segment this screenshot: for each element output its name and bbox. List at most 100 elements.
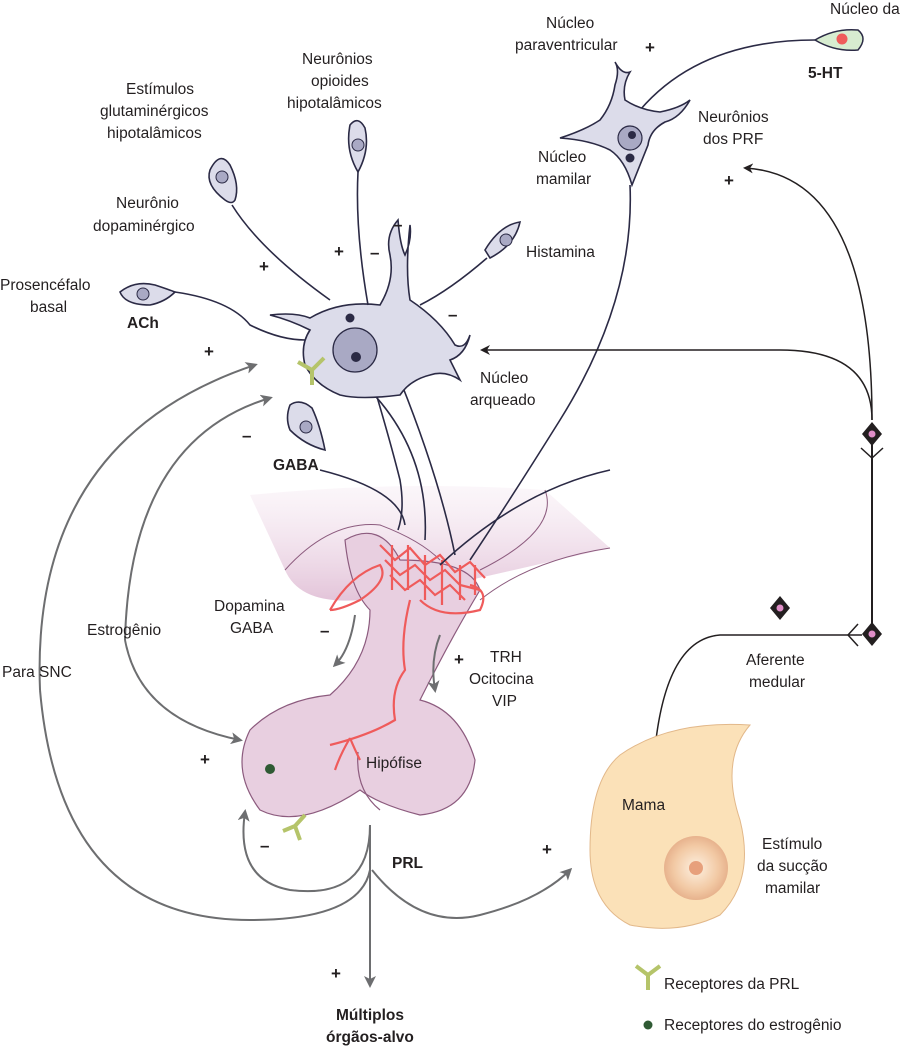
sign-minus-top: –: [393, 215, 402, 234]
label-vip: VIP: [492, 693, 517, 710]
arcuate-neuron: [269, 218, 471, 399]
label-estrogenio: Estrogênio: [87, 622, 161, 639]
label-dopamina-gaba: GABA: [230, 620, 274, 637]
label-prf-1: Neurônios: [698, 109, 769, 126]
arrow-estrogen-pituitary: [124, 639, 243, 745]
legend-prl-receptor-icon: [634, 964, 662, 990]
label-dopaminergico-1: Neurônio: [116, 195, 179, 212]
label-glut-2: glutaminérgicos: [100, 103, 209, 120]
legend: Receptores da PRL Receptores do estrogên…: [634, 964, 842, 1034]
sign-minus-autocrine: –: [260, 836, 269, 855]
raphe-neuron: [639, 28, 864, 111]
label-opioides-3: hipotalâmicos: [287, 95, 382, 112]
axon-arcuate-3: [399, 379, 456, 556]
arrow-prl-autocrine: [237, 809, 371, 893]
breast: [589, 723, 752, 929]
label-prosencefalo-1: Prosencéfalo: [0, 277, 90, 294]
synapse-lower: [846, 622, 882, 647]
signs: + + + + – – – + – – + + – + +: [200, 38, 734, 983]
label-estimulo-1: Estímulo: [762, 836, 822, 853]
legend-estrogen-receptors: Receptores do estrogênio: [664, 1017, 842, 1034]
sign-plus-dopaminergic: +: [259, 257, 269, 276]
arrow-prl-breast: [371, 867, 573, 919]
synapse-free: [770, 596, 790, 620]
label-orgaos-alvo: órgãos-alvo: [326, 1029, 414, 1046]
label-mamilar-2: mamilar: [536, 171, 591, 188]
label-para-snc: Para SNC: [2, 664, 72, 681]
sign-plus-trh: +: [454, 650, 464, 669]
arrow-para-snc: [38, 362, 258, 691]
label-glut-1: Estímulos: [126, 81, 194, 98]
paraventricular-neuron: [559, 61, 691, 188]
label-prosencefalo-2: basal: [30, 299, 67, 316]
prl-receptor-cns: [297, 356, 326, 385]
portal-vessels: [329, 544, 486, 771]
label-opioides-2: opioides: [311, 73, 369, 90]
label-paraventricular-1: Núcleo: [546, 15, 594, 32]
label-gaba: GABA: [273, 457, 319, 474]
label-arqueado-1: Núcleo: [480, 370, 528, 387]
feedback-arrows: [38, 362, 573, 988]
sign-minus-gaba: –: [242, 426, 251, 445]
label-arqueado-2: arqueado: [470, 392, 536, 409]
label-prf-2: dos PRF: [703, 131, 763, 148]
label-dopamina: Dopamina: [214, 598, 285, 615]
sign-plus-prf: +: [724, 171, 734, 190]
opioid-neuron: [347, 119, 369, 306]
arrow-estrogen-cns: [124, 394, 273, 641]
median-eminence: [250, 486, 611, 601]
arrow-to-arcuate: [480, 345, 873, 421]
label-multiplos: Múltiplos: [336, 1007, 404, 1024]
legend-estrogen-receptor-icon: [643, 1020, 653, 1030]
label-paraventricular-2: paraventricular: [515, 37, 618, 54]
label-trh: TRH: [490, 649, 522, 666]
glutamatergic-neuron: [208, 157, 331, 301]
label-mama: Mama: [622, 797, 665, 814]
label-hipofise: Hipófise: [366, 755, 422, 772]
prl-receptor-pituitary: [282, 813, 307, 841]
label-medular: medular: [749, 674, 805, 691]
axon-misc: [439, 469, 611, 566]
label-glut-3: hipotalâmicos: [107, 125, 202, 142]
label-histamina: Histamina: [526, 244, 595, 261]
axon-paraventricular: [469, 184, 632, 561]
input-neurons: [119, 28, 864, 452]
arrow-to-prf: [743, 163, 873, 421]
sign-plus-organs: +: [331, 964, 341, 983]
ach-neuron: [119, 282, 306, 341]
label-opioides-1: Neurônios: [302, 51, 373, 68]
histamine-neuron: [419, 221, 522, 306]
sign-minus-opioid: –: [370, 243, 379, 262]
sign-plus-breast: +: [542, 840, 552, 859]
legend-prl-receptors: Receptores da PRL: [664, 976, 800, 993]
label-prl: PRL: [392, 855, 423, 872]
sign-minus-histamine: –: [448, 305, 457, 324]
sign-plus-estrogen: +: [200, 750, 210, 769]
sign-plus-glut: +: [334, 242, 344, 261]
axon-arcuate-2: [364, 384, 427, 541]
arrow-prl-cns: [39, 689, 371, 922]
axons: [319, 184, 632, 566]
label-mamilar-1: Núcleo: [538, 149, 586, 166]
arrow-trh: [427, 634, 441, 693]
label-ach: ACh: [127, 315, 159, 332]
label-dopaminergico-2: dopaminérgico: [93, 218, 195, 235]
label-estimulo-3: mamilar: [765, 880, 820, 897]
axon-gaba: [319, 469, 406, 526]
label-ocitocina: Ocitocina: [469, 671, 534, 688]
label-estimulo-2: da sucção: [757, 858, 828, 875]
gaba-neuron: [286, 401, 327, 452]
sign-plus-ach: +: [204, 342, 214, 361]
spinal-afferent: [480, 163, 884, 811]
synapse-upper: [860, 422, 884, 460]
label-nucleo-rafe: Núcleo da rafe: [830, 1, 903, 18]
estrogen-receptor-pituitary: [265, 764, 275, 774]
label-aferente: Aferente: [746, 652, 805, 669]
arrow-dopamine-gaba: [332, 614, 356, 668]
sign-minus-dopamine: –: [320, 621, 329, 640]
sign-plus-paraventricular: +: [645, 38, 655, 57]
label-5ht: 5-HT: [808, 65, 843, 82]
